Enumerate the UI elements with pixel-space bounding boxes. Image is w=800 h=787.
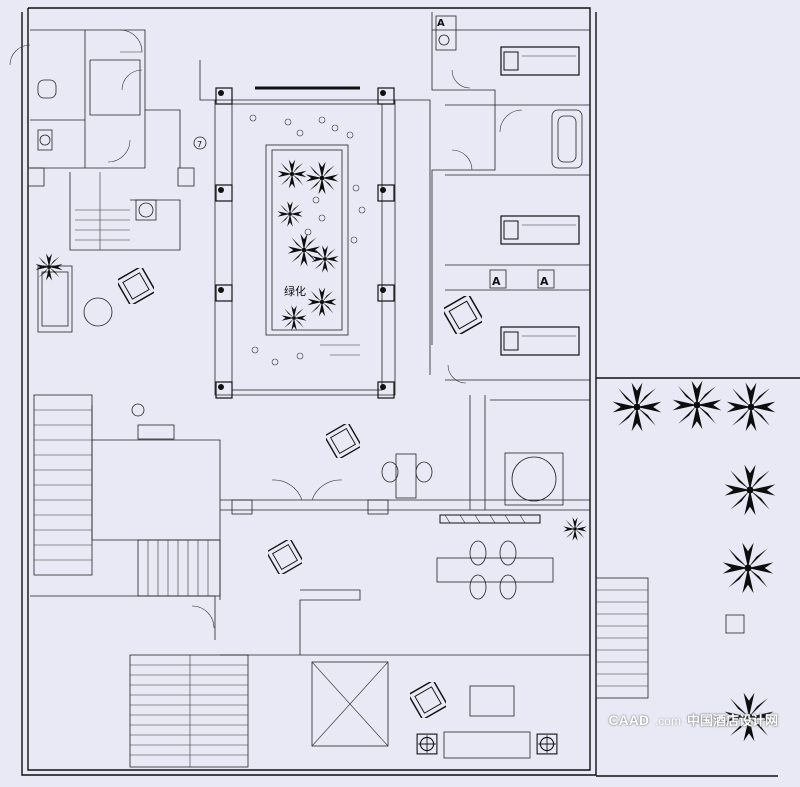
watermark-brand: CAAD [608, 712, 649, 728]
svg-text:A: A [492, 275, 501, 288]
watermark-chinese-name: 中国酒店设计网 [686, 713, 778, 728]
atrium-greenery-label: 绿化 [284, 284, 306, 298]
outer-walls [21, 7, 800, 777]
svg-text:7: 7 [197, 140, 202, 149]
upper-left-rooms [9, 29, 195, 187]
watermark-site: .com [654, 714, 681, 728]
lower-rooms [30, 589, 745, 759]
watermark: CAAD .com 中国酒店设计网 [609, 710, 778, 729]
east-guest-rooms: A A A [431, 12, 590, 384]
west-lounge [35, 172, 181, 333]
terrace-palms [612, 380, 776, 742]
svg-text:A: A [437, 18, 445, 29]
lobby [91, 395, 590, 600]
svg-text:A: A [540, 275, 549, 288]
staircases [33, 394, 649, 768]
atrium: 绿化 7 [193, 60, 431, 399]
